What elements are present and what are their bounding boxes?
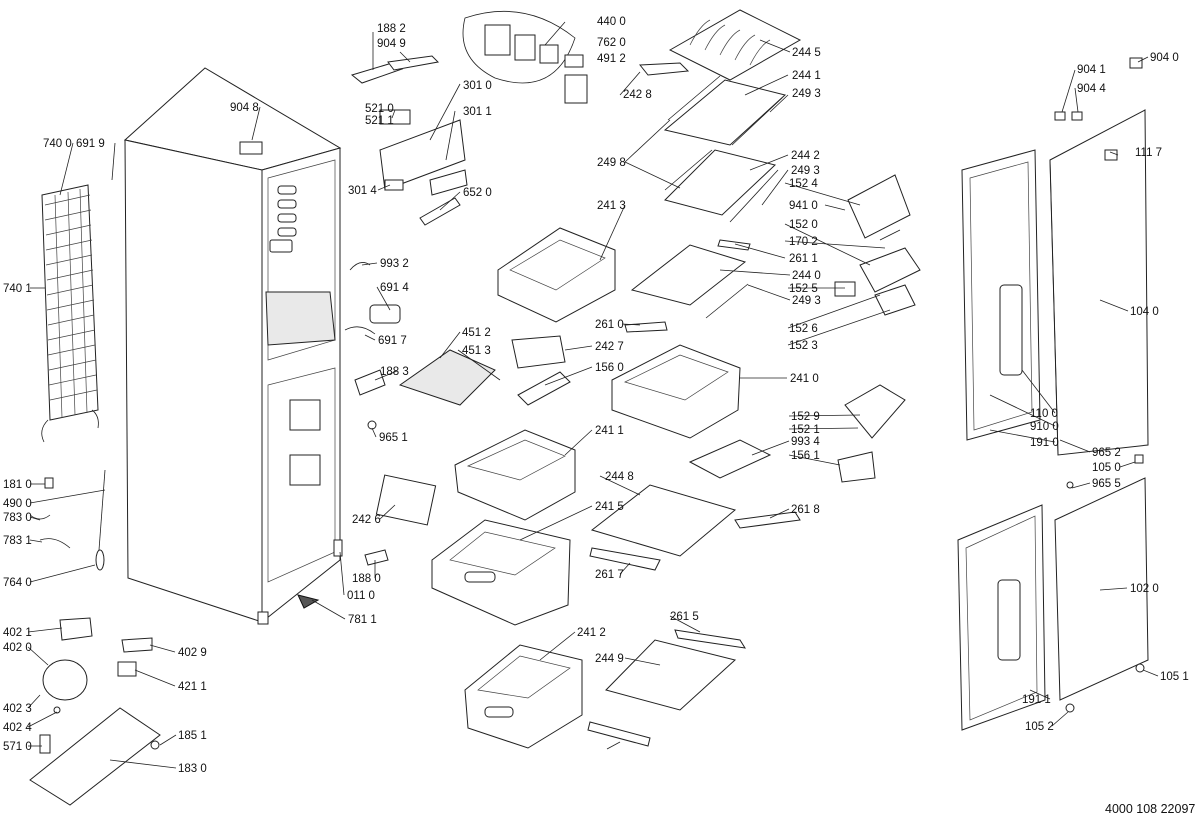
part-label: 941 0 [789,200,818,212]
part-label: 402 1 [3,627,32,639]
part-label: 111 7 [1135,147,1162,159]
part-label: 011 0 [347,590,375,602]
part-label: 904 1 [1077,64,1106,76]
part-label: 402 9 [178,647,207,659]
part-label: 904 4 [1077,83,1106,95]
part-label: 244 9 [595,653,624,665]
part-label: 521 1 [365,115,394,127]
part-label: 451 2 [462,327,491,339]
part-label: 156 0 [595,362,624,374]
part-label: 440 0 [597,16,626,28]
part-label: 783 1 [3,535,32,547]
part-label: 188 3 [380,366,409,378]
part-label: 191 1 [1022,694,1051,706]
part-label: 993 2 [380,258,409,270]
part-label: 170 2 [789,236,818,248]
part-label: 242 7 [595,341,624,353]
part-label: 244 2 [791,150,820,162]
part-label: 152 1 [791,424,820,436]
part-label: 993 4 [791,436,820,448]
part-label: 261 0 [595,319,624,331]
part-label: 781 1 [348,614,377,626]
part-label: 185 1 [178,730,207,742]
part-label: 402 4 [3,722,32,734]
part-label: 105 1 [1160,671,1189,683]
part-label: 783 0 [3,512,32,524]
part-label: 491 2 [597,53,626,65]
part-label: 764 0 [3,577,32,589]
part-label: 910 0 [1030,421,1059,433]
part-label: 691 9 [76,138,105,150]
part-label: 191 0 [1030,437,1059,449]
part-label: 904 8 [230,102,259,114]
part-label: 965 1 [379,432,408,444]
part-label: 740 0 [43,138,72,150]
part-label: 261 8 [791,504,820,516]
part-label: 105 2 [1025,721,1054,733]
part-label: 402 0 [3,642,32,654]
part-label: 244 5 [792,47,821,59]
part-label: 904 9 [377,38,406,50]
part-label: 521 0 [365,103,394,115]
part-label: 244 0 [792,270,821,282]
part-label: 490 0 [3,498,32,510]
part-label: 762 0 [597,37,626,49]
part-label: 249 8 [597,157,626,169]
part-label: 188 0 [352,573,381,585]
part-number-labels: 188 2 904 9 440 0 762 0 491 2 244 5 904 … [3,16,1189,775]
part-label: 183 0 [178,763,207,775]
part-label: 249 3 [791,165,820,177]
part-label: 301 4 [348,185,377,197]
part-label: 110 0 [1030,408,1058,420]
leader-lines [27,21,1159,769]
part-label: 152 5 [789,283,818,295]
part-label: 904 0 [1150,52,1179,64]
part-label: 188 2 [377,23,406,35]
part-label: 402 3 [3,703,32,715]
part-label: 571 0 [3,741,32,753]
part-label: 244 8 [605,471,634,483]
part-label: 242 8 [623,89,652,101]
part-label: 421 1 [178,681,207,693]
part-label: 965 5 [1092,478,1121,490]
part-label: 152 3 [789,340,818,352]
part-label: 244 1 [792,70,821,82]
part-label: 181 0 [3,479,32,491]
part-label: 261 1 [789,253,818,265]
part-label: 241 5 [595,501,624,513]
cabinet [123,67,343,625]
part-label: 152 6 [789,323,818,335]
part-label: 104 0 [1130,306,1159,318]
part-label: 652 0 [463,187,492,199]
part-label: 301 0 [463,80,492,92]
part-label: 740 1 [3,283,32,295]
top-parts [350,10,690,226]
part-label: 249 3 [792,295,821,307]
part-label: 241 0 [790,373,819,385]
part-label: 249 3 [792,88,821,100]
part-label: 691 7 [378,335,407,347]
part-label: 152 9 [791,411,820,423]
part-label: 451 3 [462,345,491,357]
part-label: 105 0 [1092,462,1121,474]
part-label: 102 0 [1130,583,1159,595]
part-label: 156 1 [791,450,820,462]
part-label: 241 2 [577,627,606,639]
part-label: 261 5 [670,611,699,623]
part-label: 152 4 [789,178,818,190]
part-label: 965 2 [1092,447,1121,459]
doors [957,57,1149,731]
part-label: 261 7 [595,569,624,581]
part-label: 241 1 [595,425,624,437]
shelves-and-drawers [29,9,921,806]
part-label: 241 3 [597,200,626,212]
condenser-coil [41,184,99,443]
part-label: 691 4 [380,282,409,294]
part-label: 301 1 [463,106,492,118]
part-label: 152 0 [789,219,818,231]
document-number: 4000 108 22097 [1105,802,1195,816]
part-label: 242 6 [352,514,381,526]
